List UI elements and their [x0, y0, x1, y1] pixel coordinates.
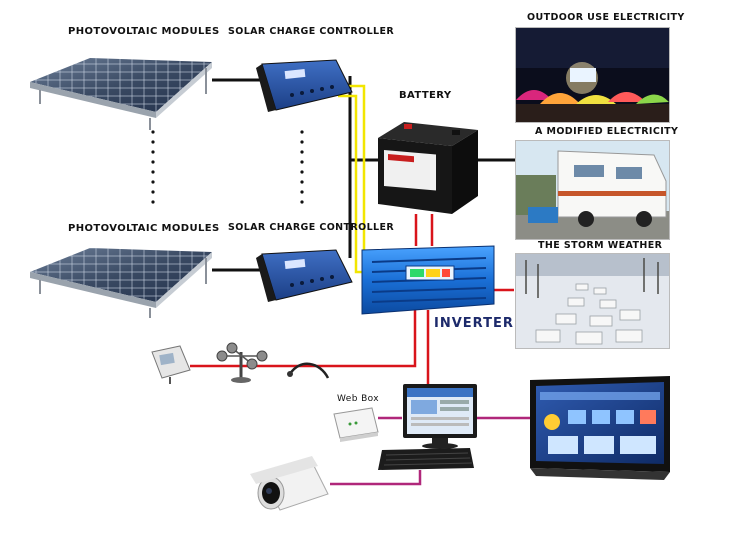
photo-outdoor-use	[515, 27, 670, 123]
ac-wires	[190, 214, 514, 384]
computer	[378, 384, 477, 470]
label-pv-modules-bottom: PHOTOVOLTAIC MODULES	[68, 223, 220, 234]
monitoring-display	[530, 376, 670, 480]
temperature-probe	[287, 362, 330, 379]
data-wires	[330, 416, 530, 486]
anemometer	[216, 342, 268, 383]
photo-modified-electricity	[515, 140, 670, 240]
inverter	[361, 245, 495, 315]
solar-panel-array-top	[30, 58, 212, 130]
label-modified-electricity: A MODIFIED ELECTRICITY	[535, 126, 679, 137]
charge-controller-bottom	[256, 249, 353, 302]
photo-storm-weather	[515, 253, 670, 349]
label-inverter: INVERTER	[434, 316, 514, 331]
label-charge-controller-top: SOLAR CHARGE CONTROLLER	[228, 26, 395, 37]
solar-panel-array-bottom	[30, 248, 212, 318]
more-modules-dots	[151, 130, 304, 204]
battery	[378, 122, 478, 214]
sensor-box	[151, 345, 191, 384]
charge-controller-top	[256, 59, 353, 112]
label-pv-modules-top: PHOTOVOLTAIC MODULES	[68, 26, 220, 37]
label-battery: BATTERY	[399, 90, 452, 101]
label-outdoor-use: OUTDOOR USE ELECTRICITY	[527, 12, 685, 23]
cctv-camera	[250, 456, 329, 511]
web-box-device	[333, 407, 379, 442]
label-storm-weather: THE STORM WEATHER	[538, 240, 663, 251]
label-web-box: Web Box	[337, 394, 380, 404]
label-charge-controller-bottom: SOLAR CHARGE CONTROLLER	[228, 222, 395, 233]
